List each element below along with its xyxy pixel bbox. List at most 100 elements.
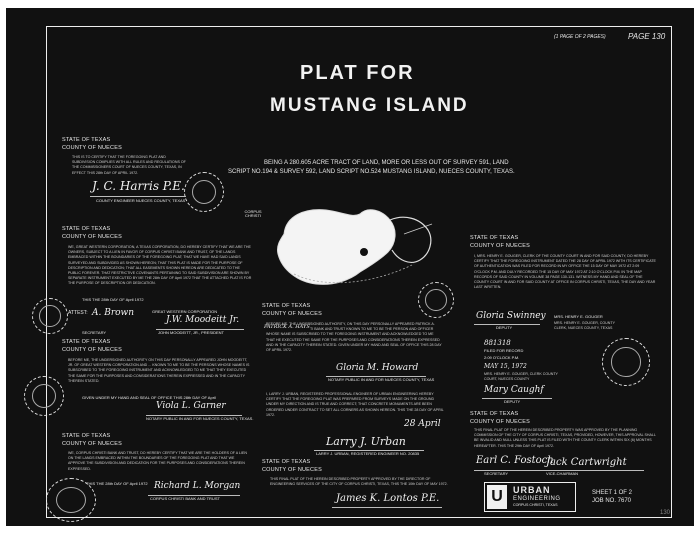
cert4-notary: NOTARY PUBLIC IN AND FOR NUECES COUNTY, …	[328, 377, 435, 382]
seal-notary-1	[24, 376, 64, 416]
cert8-sig2: Jack Cartwright	[546, 457, 627, 468]
cert3-sign-line	[148, 495, 240, 496]
cert7-clerk2: MRS. HENRY E. GOUGER, CLERK COUNTY COURT…	[484, 372, 558, 382]
seal-county-engineer	[184, 172, 224, 212]
cert7-file-no: 881318	[484, 339, 511, 347]
leader-line	[403, 223, 433, 235]
cert2-notary-sig: Viola L. Garner	[156, 401, 226, 411]
cert1-sign-line	[90, 196, 186, 197]
island-map	[277, 209, 433, 285]
cert7-body: I, MRS. HENRY E. GOUGER, CLERK OF THE CO…	[474, 254, 656, 290]
logo-mark-icon: U	[487, 485, 507, 509]
cert2-pres-line	[156, 329, 244, 330]
cert3-signer: CORPUS CHRISTI BANK AND TRUST	[150, 496, 220, 501]
cert2-notary-line	[146, 415, 242, 416]
logo-sub: ENGINEERING	[513, 496, 561, 502]
cert2-state: STATE OF TEXAS	[62, 226, 111, 232]
cert2-president: JOHN MOODEITT, JR., PRESIDENT	[158, 330, 225, 335]
cert6-county: COUNTY OF NUECES	[262, 467, 322, 473]
cert4-body: BEFORE ME, THE UNDERSIGNED AUTHORITY, ON…	[266, 322, 442, 353]
cert1-signer-title: COUNTY ENGINEER NUECES COUNTY, TEXAS	[96, 198, 186, 203]
corner-note: 130	[660, 510, 671, 516]
cert2-sig-president: J.W. Moodeitt Jr.	[166, 315, 240, 325]
page-number: PAGE 130	[628, 32, 666, 41]
seal-county-clerk	[602, 338, 650, 386]
title-line-2: MUSTANG ISLAND	[270, 95, 469, 116]
cert4-appeared: PATRICK A. HAYS	[264, 324, 310, 330]
title-line-1: PLAT FOR	[300, 62, 415, 84]
seal-notary-2	[418, 282, 454, 318]
plat-sheet: (1 PAGE OF 2 PAGES) PAGE 130 PLAT FOR MU…	[6, 8, 694, 526]
cert8-sig: Earl C. Fostoch	[476, 455, 554, 466]
lake-marker	[360, 248, 368, 256]
cert1-county: COUNTY OF NUECES	[62, 145, 122, 151]
cert7-sig-deputy: Gloria Swinney	[476, 311, 546, 321]
cert8-chairman: VICE-CHAIRMAN	[546, 471, 579, 476]
cert8-state: STATE OF TEXAS	[470, 411, 519, 417]
cert6-sig: James K. Lontos P.E.	[336, 493, 440, 504]
cert7-clerk-title: MRS. HENRY E. GOUGER, COUNTY CLERK, NUEC…	[554, 321, 615, 331]
urban-engineering-logo: U URBAN ENGINEERING CORPUS CHRISTI, TEXA…	[484, 482, 576, 512]
cert2-county2: COUNTY OF NUECES	[62, 347, 122, 353]
cert7-at-time: 2:09 O'CLOCK P.M.	[484, 355, 520, 360]
cert7-date: MAY 15, 1972	[484, 363, 527, 370]
cert2-attest: ATTEST:	[68, 310, 88, 316]
cert8-sign-line	[474, 470, 644, 471]
cert3-body: WE, CORPUS CHRISTI BANK AND TRUST, DO HE…	[68, 451, 247, 471]
cert2-sig-attest: A. Brown	[92, 308, 135, 318]
description-line-1: BEING A 280.605 ACRE TRACT OF LAND, MORE…	[264, 160, 509, 166]
cert2-corp: GREAT WESTERN CORPORATION	[152, 309, 218, 314]
cert5-sign-line	[314, 450, 424, 451]
cert2-this-date: THIS THE 28th DAY OF April 1972	[82, 297, 144, 302]
boundary-line	[293, 263, 415, 284]
page-note: (1 PAGE OF 2 PAGES)	[554, 34, 606, 40]
cert7-file-label: FILED FOR RECORD	[484, 348, 524, 353]
cert7-deputy2: DEPUTY	[504, 399, 521, 404]
cert4-notary-line	[326, 376, 426, 377]
cert7-deputy: DEPUTY	[496, 325, 513, 330]
cert7-deputy-line	[474, 324, 540, 325]
cert2-state2: STATE OF TEXAS	[62, 339, 111, 345]
cert7-state: STATE OF TEXAS	[470, 235, 519, 241]
cert5-date-sig: 28 April	[404, 419, 441, 429]
cert2-ack: BEFORE ME, THE UNDERSIGNED AUTHORITY ON …	[68, 358, 250, 383]
cert8-body: THIS FINAL PLAT OF THE HEREIN DESCRIBED …	[474, 428, 656, 448]
cert4-notary-sig: Gloria M. Howard	[336, 363, 419, 373]
cert5-body: I, LARRY J. URBAN, REGISTERED PROFESSION…	[266, 392, 444, 417]
cert2-notary: NOTARY PUBLIC IN AND FOR NUECES COUNTY, …	[146, 416, 254, 421]
cert4-county: COUNTY OF NUECES	[262, 311, 322, 317]
cert3-sig: Richard L. Morgan	[154, 481, 241, 491]
job-number: JOB NO. 7670	[592, 498, 632, 504]
cert2-given: GIVEN UNDER MY HAND AND SEAL OF OFFICE T…	[82, 395, 216, 400]
map-label: CORPUS CHRISTI	[244, 209, 262, 218]
cert7-clerk-name: MRS. HENRY E. GOUGER	[554, 314, 603, 319]
seal-bank	[46, 478, 96, 522]
sheet-number: SHEET 1 OF 2	[592, 490, 632, 496]
cert1-signature: J. C. Harris P.E.	[92, 179, 185, 193]
cert8-county: COUNTY OF NUECES	[470, 419, 530, 425]
seal-corporation	[32, 298, 68, 334]
cert6-state: STATE OF TEXAS	[262, 459, 311, 465]
cert7-county: COUNTY OF NUECES	[470, 243, 530, 249]
cert2-secretary: SECRETARY	[82, 330, 107, 335]
cert3-this-date: THIS THE 28th DAY OF April 1972	[86, 481, 148, 486]
description-line-2: SCRIPT NO.194 & SURVEY 592, LAND SCRIPT …	[228, 169, 515, 175]
cert2-county: COUNTY OF NUECES	[62, 234, 122, 240]
cert6-sign-line	[332, 507, 442, 508]
cert3-county: COUNTY OF NUECES	[62, 441, 122, 447]
cert5-sig: Larry J. Urban	[326, 435, 406, 448]
cert7-sig-deputy2: Mary Caughf	[484, 385, 544, 395]
cert5-signer: LARRY J. URBAN, REGISTERED ENGINEER NO. …	[316, 451, 420, 456]
cert3-state: STATE OF TEXAS	[62, 433, 111, 439]
island-shape	[277, 209, 396, 285]
cert1-state: STATE OF TEXAS	[62, 137, 111, 143]
cert4-state: STATE OF TEXAS	[262, 303, 311, 309]
cert8-secretary: SECRETARY	[484, 471, 509, 476]
cert2-body: WE, GREAT WESTERN CORPORATION, A TEXAS C…	[68, 245, 252, 286]
cert6-body: THIS FINAL PLAT OF THE HEREIN DESCRIBED …	[270, 477, 448, 487]
cert7-deputy2-line	[482, 398, 552, 399]
logo-name: URBAN	[513, 485, 551, 495]
plat-border	[46, 26, 672, 518]
logo-addr: CORPUS CHRISTI, TEXAS	[513, 503, 558, 507]
island-channel	[389, 216, 432, 263]
